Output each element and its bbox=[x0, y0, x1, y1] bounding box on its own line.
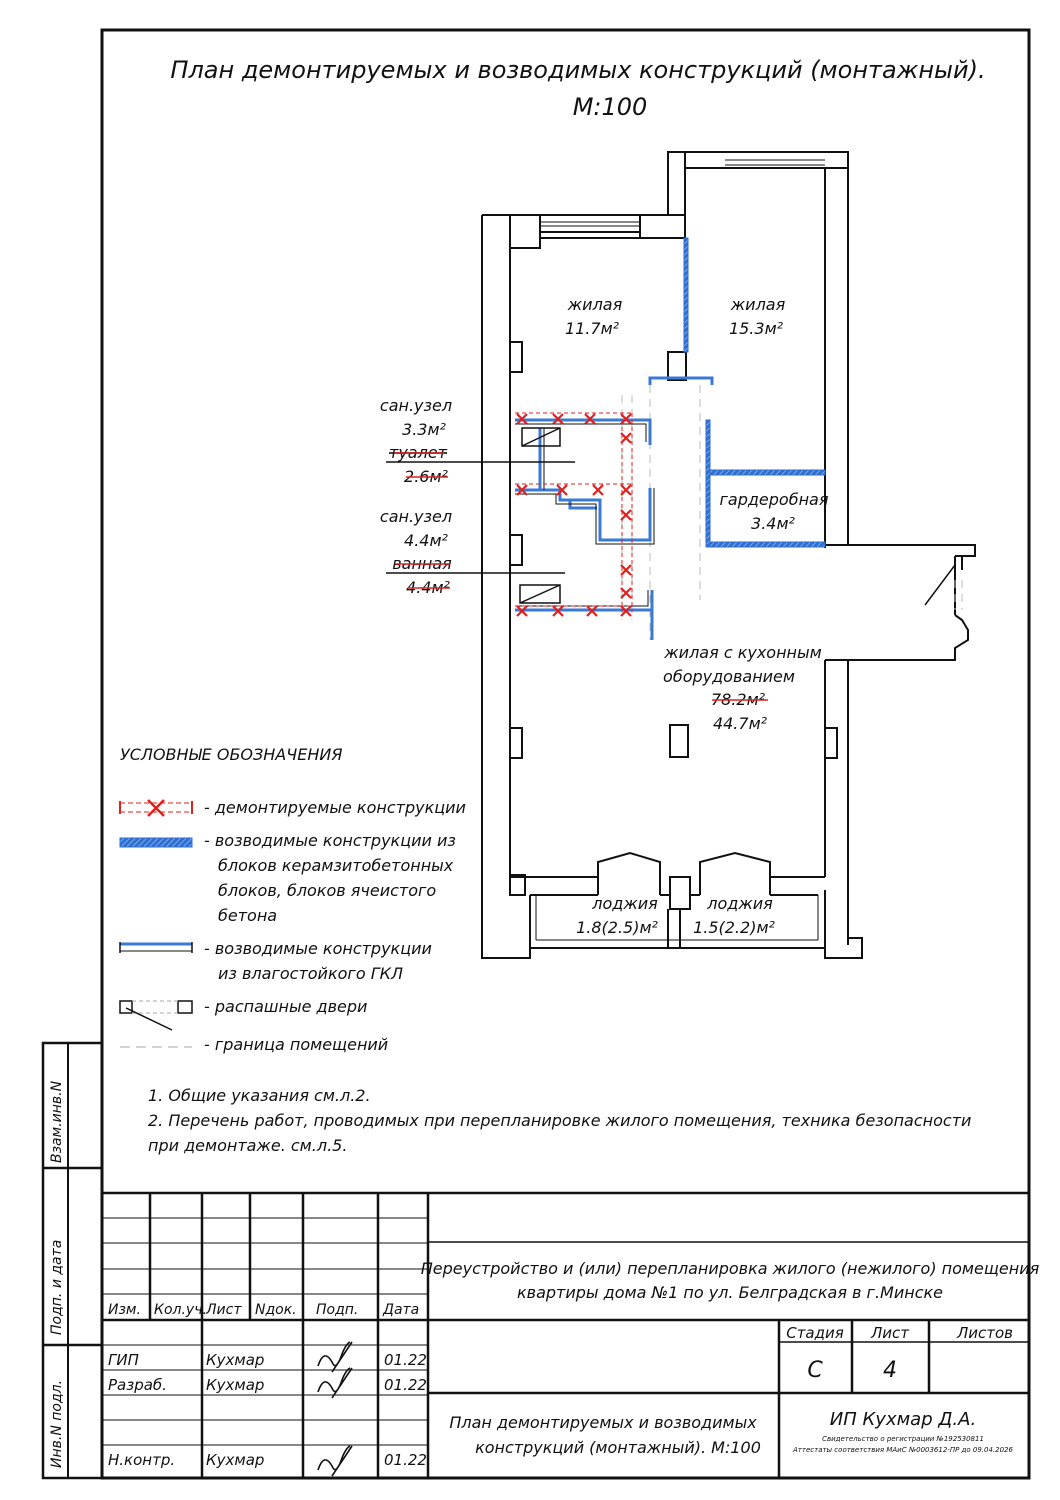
sheet-frame bbox=[41, 28, 1031, 1480]
legend-gkl-2: из влагостойкого ГКЛ bbox=[218, 964, 403, 983]
demolish-cross-mark bbox=[586, 605, 598, 617]
room-bath2-name: сан.узел bbox=[380, 507, 452, 526]
legend-boundary: - граница помещений bbox=[204, 1035, 388, 1054]
demolished-walls bbox=[515, 412, 633, 617]
room-loggia1-name: лоджия bbox=[591, 894, 658, 913]
tb-header-sheet: Лист bbox=[205, 1302, 242, 1318]
room-loggia1-area: 1.8(2.5)м² bbox=[576, 918, 658, 937]
demolish-cross-mark bbox=[516, 484, 528, 496]
room-kitchen-area: 44.7м² bbox=[713, 714, 768, 733]
tb-header-sign: Подп. bbox=[316, 1302, 358, 1318]
room-bath1-area: 3.3м² bbox=[402, 420, 447, 439]
legend-blocks-2: блоков керамзитобетонных bbox=[218, 856, 454, 875]
room-kitchen-name-2: оборудованием bbox=[663, 667, 795, 686]
note-2b: при демонтаже. см.л.5. bbox=[148, 1136, 347, 1155]
drawing-title: План демонтируемых и возводимых конструк… bbox=[170, 56, 985, 84]
legend-gkl-1: - возводимые конструкции bbox=[204, 939, 432, 958]
legend-demolished-symbol bbox=[119, 799, 193, 817]
side-stamp-replace: Взам.инв.N bbox=[49, 1080, 65, 1163]
note-1: 1. Общие указания см.л.2. bbox=[148, 1086, 371, 1105]
tb-row3-role: Н.контр. bbox=[108, 1451, 175, 1469]
tb-stage-value: С bbox=[807, 1358, 823, 1383]
room-living1-area: 11.7м² bbox=[565, 319, 620, 338]
legend-blocks-symbol bbox=[119, 837, 193, 848]
side-stamp-inventory: Инв.N подл. bbox=[49, 1380, 65, 1468]
legend-title: УСЛОВНЫЕ ОБОЗНАЧЕНИЯ bbox=[120, 745, 342, 764]
tb-org-name: ИП Кухмар Д.А. bbox=[830, 1409, 976, 1430]
tb-row2-name: Кухмар bbox=[206, 1376, 264, 1394]
demolish-cross-mark bbox=[516, 605, 528, 617]
tb-row3-name: Кухмар bbox=[206, 1451, 264, 1469]
room-wardrobe-name: гардеробная bbox=[720, 490, 829, 509]
legend-doors: - распашные двери bbox=[204, 997, 367, 1016]
tb-header-count: Кол.уч. bbox=[154, 1302, 207, 1318]
demolish-cross-mark bbox=[620, 564, 632, 576]
room-bath1-name: сан.узел bbox=[380, 396, 452, 415]
demolish-cross-mark bbox=[620, 605, 632, 617]
room-bath2-area: 4.4м² bbox=[404, 531, 449, 550]
tb-header-date: Дата bbox=[382, 1302, 419, 1318]
tb-org-cert1: Свидетельство о регистрации №192530811 bbox=[822, 1435, 984, 1443]
demolish-cross-mark bbox=[584, 413, 596, 425]
drawing-scale: М:100 bbox=[573, 93, 648, 121]
demolish-cross-mark bbox=[556, 484, 568, 496]
room-living2-name: жилая bbox=[730, 295, 786, 314]
tb-sheet-title-line1: План демонтируемых и возводимых bbox=[449, 1413, 757, 1432]
demolish-cross-mark bbox=[552, 605, 564, 617]
tb-sheets-label: Листов bbox=[956, 1324, 1013, 1342]
room-living1-name: жилая bbox=[567, 295, 623, 314]
tb-project-line2: квартиры дома №1 по ул. Белградская в г.… bbox=[517, 1283, 943, 1302]
tb-sheet-label: Лист bbox=[870, 1324, 910, 1342]
tb-sheet-title-line2: конструкций (монтажный). М:100 bbox=[475, 1438, 761, 1457]
demolish-cross-mark bbox=[620, 587, 632, 599]
demolish-cross-mark bbox=[620, 509, 632, 521]
side-stamp-sign-date: Подп. и дата bbox=[49, 1240, 65, 1335]
signature-mark bbox=[317, 1341, 353, 1477]
legend-gkl-symbol bbox=[119, 942, 193, 953]
demolish-cross-mark bbox=[592, 484, 604, 496]
tb-row3-date: 01.22 bbox=[384, 1451, 427, 1469]
tb-row2-date: 01.22 bbox=[384, 1376, 427, 1394]
room-loggia2-area: 1.5(2.2)м² bbox=[693, 918, 775, 937]
floor-plan bbox=[386, 151, 976, 959]
legend-blocks-4: бетона bbox=[218, 906, 277, 925]
room-kitchen-name-1: жилая с кухонным bbox=[663, 643, 821, 662]
note-2a: 2. Перечень работ, проводимых при перепл… bbox=[148, 1111, 971, 1130]
tb-row2-role: Разраб. bbox=[108, 1376, 167, 1394]
room-living2-area: 15.3м² bbox=[729, 319, 784, 338]
legend-demolished: - демонтируемые конструкции bbox=[204, 798, 466, 817]
legend-doors-symbol bbox=[119, 1000, 193, 1031]
title-block bbox=[102, 1191, 1029, 1478]
tb-stage-label: Стадия bbox=[786, 1324, 844, 1342]
tb-row1-role: ГИП bbox=[108, 1351, 139, 1369]
tb-header-doc: Nдок. bbox=[255, 1302, 297, 1318]
tb-org-cert2: Аттестаты соответствия МАиС №0003612-ПР … bbox=[792, 1446, 1013, 1454]
room-wardrobe-area: 3.4м² bbox=[751, 514, 796, 533]
tb-sheet-value: 4 bbox=[883, 1358, 897, 1383]
room-loggia2-name: лоджия bbox=[706, 894, 773, 913]
demolish-cross-mark bbox=[516, 413, 528, 425]
demolish-cross-mark bbox=[620, 484, 632, 496]
tb-row1-date: 01.22 bbox=[384, 1351, 427, 1369]
tb-header-change: Изм. bbox=[108, 1302, 141, 1318]
tb-project-line1: Переустройство и (или) перепланировка жи… bbox=[421, 1259, 1040, 1278]
tb-row1-name: Кухмар bbox=[206, 1351, 264, 1369]
demolish-cross-mark bbox=[552, 413, 564, 425]
legend-blocks-1: - возводимые конструкции из bbox=[204, 831, 456, 850]
demolish-cross-mark bbox=[620, 432, 632, 444]
legend-blocks-3: блоков, блоков ячеистого bbox=[218, 881, 436, 900]
demolish-cross-mark bbox=[620, 413, 632, 425]
